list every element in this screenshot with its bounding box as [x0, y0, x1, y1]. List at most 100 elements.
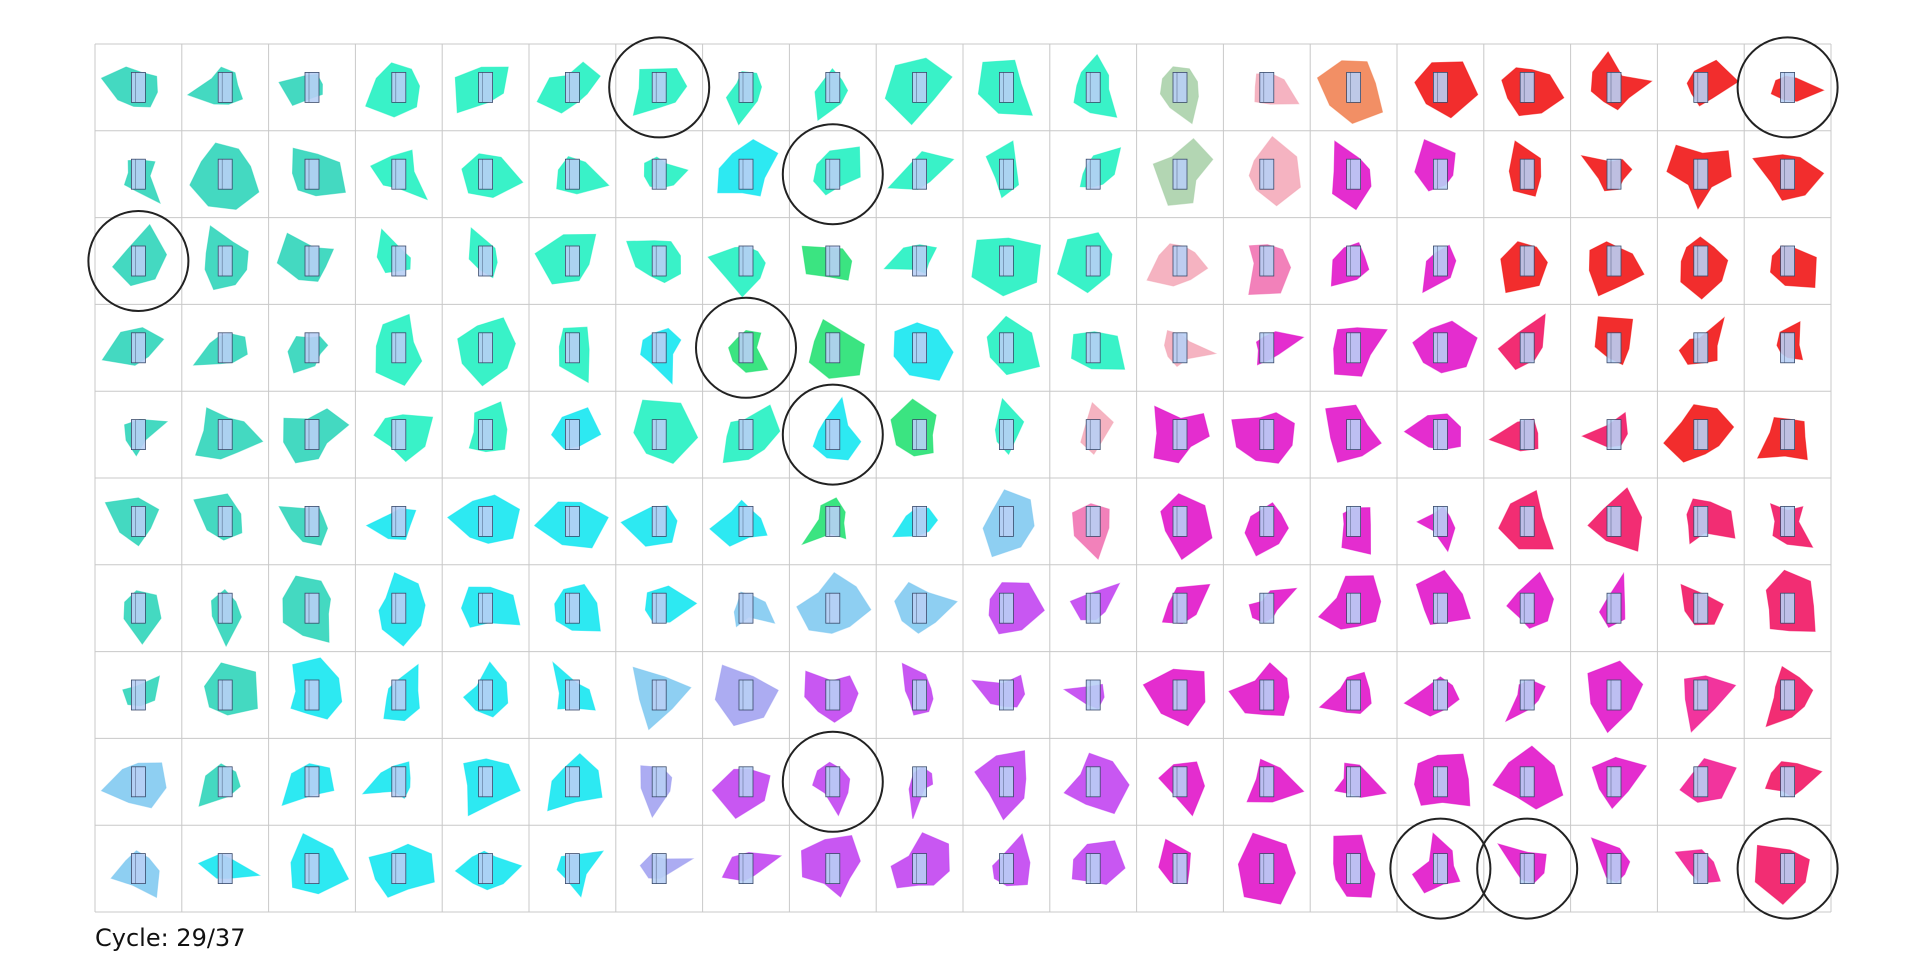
grid-cell [992, 832, 1031, 887]
agent-core [738, 505, 754, 537]
grid-cell [197, 853, 261, 884]
grid-cell [625, 240, 682, 284]
grid-cell [1331, 140, 1372, 211]
grid-cell [1594, 316, 1634, 366]
grid-cell [189, 142, 260, 210]
grid-cell [276, 232, 335, 282]
agent-core [1172, 679, 1188, 711]
grid-cell [1497, 843, 1547, 884]
agent-core [565, 592, 580, 624]
agent-core [304, 766, 320, 798]
agent-core [999, 766, 1014, 798]
grid-cell [1414, 139, 1456, 192]
agent-core [1172, 505, 1188, 537]
grid-cell [1776, 320, 1804, 364]
grid-cell [365, 505, 417, 541]
agent-core [1519, 592, 1535, 624]
agent-core [565, 72, 580, 103]
grid-cell [378, 572, 426, 647]
agent-core [1693, 419, 1709, 451]
agent-core [1172, 419, 1188, 451]
agent-core [304, 332, 320, 364]
agent-core [1693, 592, 1709, 624]
grid-cell [198, 763, 241, 807]
agent-core [1519, 332, 1535, 364]
highlight-ring [1389, 817, 1492, 920]
grid-cell [1071, 503, 1110, 561]
grid-lines [94, 43, 1832, 913]
agent-core [1259, 158, 1275, 190]
grid-cell [725, 71, 763, 126]
grid-cell [463, 758, 521, 817]
grid-cell [640, 765, 673, 819]
agent-core [1606, 679, 1622, 711]
agent-shape [988, 582, 1045, 635]
agent-core [999, 592, 1014, 624]
grid-cell [1330, 241, 1370, 287]
agent-core [1780, 332, 1795, 364]
grid-cell [536, 61, 601, 114]
grid-cell [193, 493, 243, 541]
grid-cell [100, 66, 158, 108]
grid-cell [1403, 676, 1460, 717]
agent-core [1693, 245, 1709, 277]
grid-cell [556, 156, 610, 195]
grid-cell [801, 245, 853, 281]
grid-cell [1686, 498, 1736, 545]
grid-cell [556, 850, 605, 898]
grid-cell [1080, 401, 1114, 455]
agent-core [738, 158, 754, 190]
grid-cell [291, 147, 346, 197]
grid-cell [1333, 762, 1388, 798]
grid-cell [552, 661, 596, 711]
agent-core [1085, 419, 1101, 451]
agent-core [1346, 419, 1361, 451]
grid-cell [1237, 832, 1297, 905]
agent-core [565, 419, 580, 451]
grid-cell [290, 657, 343, 720]
agent-core [1172, 72, 1188, 103]
agent-core [217, 245, 233, 277]
grid-cell [1679, 758, 1737, 803]
grid-cell [1765, 665, 1814, 728]
agent-core [1606, 72, 1622, 103]
grid-cell [1146, 243, 1209, 287]
agent-core [478, 245, 494, 277]
highlight-ring [1476, 817, 1579, 920]
grid-cell [1497, 313, 1546, 371]
agent-core [391, 245, 407, 277]
agent-core [738, 245, 754, 277]
agent-core [1085, 245, 1101, 277]
agent-core [304, 72, 320, 103]
grid-cell [123, 590, 162, 645]
grid-cell [1765, 569, 1816, 632]
grid-cell [1769, 502, 1814, 548]
grid-cell [1063, 752, 1130, 815]
grid-cell [186, 66, 244, 105]
agent-core [1085, 679, 1101, 711]
agent-shape [1403, 413, 1462, 451]
grid-cell [1254, 72, 1300, 105]
agent-core [1085, 158, 1101, 190]
grid-cell [1333, 327, 1388, 377]
grid-cell [1598, 571, 1626, 629]
grid-cell [1333, 834, 1376, 898]
agent-core [304, 158, 320, 190]
agent-shape [556, 850, 605, 898]
agent-core [130, 679, 146, 711]
grid-cell [383, 663, 420, 722]
grid-cell [278, 72, 323, 107]
agent-core [912, 419, 927, 451]
agent-core [912, 72, 927, 103]
agent-core [1780, 505, 1795, 537]
grid-cell [717, 139, 779, 197]
agent-core [130, 245, 146, 277]
agent-core [565, 766, 580, 798]
agent-core [478, 766, 494, 798]
grid-cell [1415, 569, 1471, 626]
grid-cell [192, 332, 248, 366]
agent-core [825, 766, 841, 798]
agent-core [1780, 679, 1795, 711]
grid-cell [640, 327, 682, 385]
agent-core [999, 853, 1014, 884]
